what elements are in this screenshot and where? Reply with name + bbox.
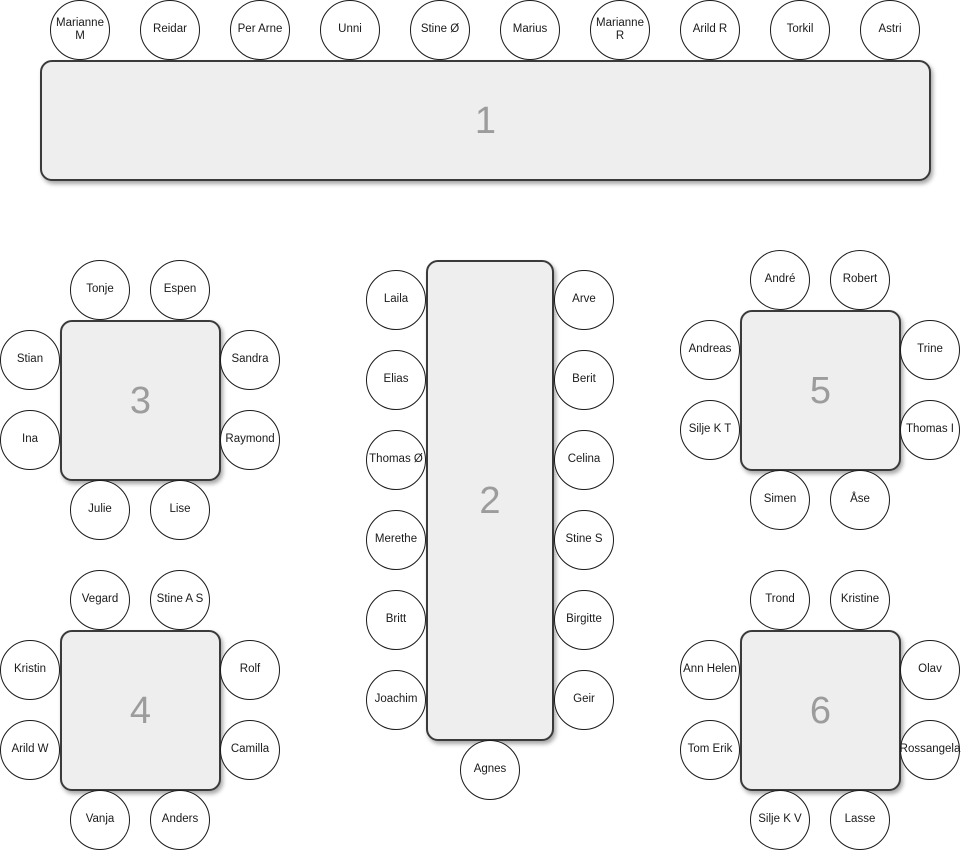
guest-seat[interactable]: Joachim [366,670,426,730]
guest-seat[interactable]: Lasse [830,790,890,850]
guest-seat[interactable]: André [750,250,810,310]
guest-seat[interactable]: Arild W [0,720,60,780]
guest-seat[interactable]: Birgitte [554,590,614,650]
guest-seat[interactable]: Marius [500,0,560,60]
guest-seat[interactable]: Lise [150,480,210,540]
guest-seat[interactable]: Robert [830,250,890,310]
guest-seat[interactable]: Kristin [0,640,60,700]
guest-seat[interactable]: Åse [830,470,890,530]
guest-seat[interactable]: Vanja [70,790,130,850]
table-5[interactable]: 5 [740,310,901,471]
table-3[interactable]: 3 [60,320,221,481]
guest-seat[interactable]: Geir [554,670,614,730]
guest-seat[interactable]: Camilla [220,720,280,780]
guest-seat[interactable]: Espen [150,260,210,320]
guest-seat[interactable]: Berit [554,350,614,410]
guest-seat[interactable]: Reidar [140,0,200,60]
guest-seat[interactable]: Marianne R [590,0,650,60]
guest-seat[interactable]: Silje K V [750,790,810,850]
guest-seat[interactable]: Agnes [460,740,520,800]
guest-seat[interactable]: Tom Erik [680,720,740,780]
guest-seat[interactable]: Stian [0,330,60,390]
guest-seat[interactable]: Per Arne [230,0,290,60]
table-number: 3 [129,379,152,422]
guest-seat[interactable]: Kristine [830,570,890,630]
guest-seat[interactable]: Ann Helen [680,640,740,700]
table-number: 4 [129,689,152,732]
guest-seat[interactable]: Julie [70,480,130,540]
guest-seat[interactable]: Anders [150,790,210,850]
guest-seat[interactable]: Sandra [220,330,280,390]
guest-seat[interactable]: Trond [750,570,810,630]
table-number: 6 [809,689,832,732]
guest-seat[interactable]: Vegard [70,570,130,630]
guest-seat[interactable]: Simen [750,470,810,530]
guest-seat[interactable]: Andreas [680,320,740,380]
guest-seat[interactable]: Merethe [366,510,426,570]
guest-seat[interactable]: Torkil [770,0,830,60]
guest-seat[interactable]: Astri [860,0,920,60]
guest-seat[interactable]: Ina [0,410,60,470]
table-4[interactable]: 4 [60,630,221,791]
guest-seat[interactable]: Rolf [220,640,280,700]
guest-seat[interactable]: Laila [366,270,426,330]
guest-seat[interactable]: Stine Ø [410,0,470,60]
table-6[interactable]: 6 [740,630,901,791]
table-1[interactable]: 1 [40,60,931,181]
guest-seat[interactable]: Arve [554,270,614,330]
guest-seat[interactable]: Thomas I [900,400,960,460]
guest-seat[interactable]: Stine S [554,510,614,570]
guest-seat[interactable]: Trine [900,320,960,380]
table-number: 2 [479,479,501,522]
table-2[interactable]: 2 [426,260,554,741]
guest-seat[interactable]: Raymond [220,410,280,470]
guest-seat[interactable]: Elias [366,350,426,410]
guest-seat[interactable]: Marianne M [50,0,110,60]
guest-seat[interactable]: Silje K T [680,400,740,460]
table-number: 1 [474,99,497,142]
guest-seat[interactable]: Arild R [680,0,740,60]
guest-seat[interactable]: Celina [554,430,614,490]
guest-seat[interactable]: Tonje [70,260,130,320]
guest-seat[interactable]: Stine A S [150,570,210,630]
guest-seat[interactable]: Britt [366,590,426,650]
guest-seat[interactable]: Olav [900,640,960,700]
guest-seat[interactable]: Rossangela [900,720,960,780]
table-number: 5 [809,369,832,412]
guest-seat[interactable]: Unni [320,0,380,60]
guest-seat[interactable]: Thomas Ø [366,430,426,490]
